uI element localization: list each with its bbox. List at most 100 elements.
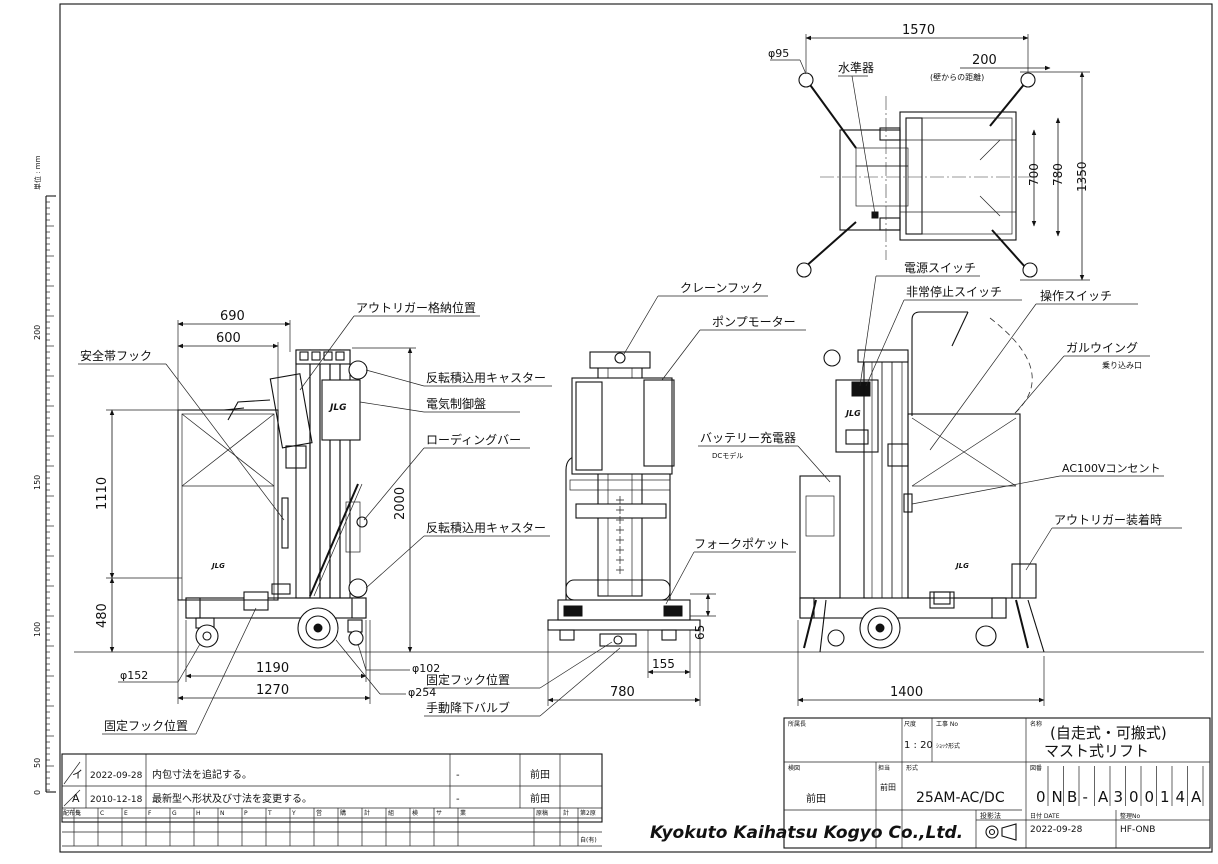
drawing-no-char: A (1191, 788, 1202, 806)
plus-mark (616, 526, 624, 534)
label-ac-outlet: AC100Vコンセント (1062, 462, 1161, 475)
label-dc-model: DCモデル (712, 451, 743, 460)
dist-col-label: G (172, 810, 177, 817)
tb-drafter-label: 担当 (878, 764, 890, 772)
dim-top-780: 780 (1051, 163, 1065, 186)
rev-1-by: 前田 (530, 768, 550, 781)
dist-col-label: サ (436, 810, 442, 817)
dist-col-label: 計 (364, 809, 370, 817)
tb-projection-label: 投影法 (980, 811, 1001, 820)
label-outrigger-attached: アウトリガー装着時 (1054, 512, 1162, 527)
drawing-border (59, 3, 1213, 853)
scale-tick-label-200: 200 (33, 325, 42, 340)
drawing-no-char: 4 (1176, 788, 1186, 806)
label-caster-bottom: 反転積込用キャスター (426, 520, 546, 535)
dist-col-label: B (76, 810, 80, 817)
dim-top-200-note: (壁からの距離) (930, 72, 984, 82)
dim-top-700: 700 (1027, 163, 1041, 186)
dist-col-label: 検 (412, 809, 418, 817)
label-manual-valve: 手動降下バルブ (426, 700, 510, 715)
dim-side-2000: 2000 (393, 487, 408, 520)
dim-top-d95: φ95 (768, 47, 789, 60)
dim-top-1350: 1350 (1075, 161, 1089, 192)
plus-mark (616, 546, 624, 554)
tb-scale: 1 : 20 (904, 740, 933, 751)
dim-side-1110: 1110 (95, 477, 110, 510)
rev-2-mark: A (72, 792, 80, 805)
plus-mark (616, 566, 624, 574)
tb-sheet-label: 整理No (1120, 812, 1140, 820)
label-caster-top: 反転積込用キャスター (426, 370, 546, 385)
rev-2-desc: 最新型へ形状及び寸法を変更する。 (152, 792, 312, 805)
drawing-no-char: 1 (1160, 788, 1170, 806)
dist-col-label: 組 (388, 809, 394, 817)
tb-scale-label: 尺度 (904, 720, 916, 728)
dim-side-480: 480 (95, 603, 110, 628)
dist-col-label: N (220, 810, 225, 817)
tb-date: 2022-09-28 (1030, 825, 1083, 835)
scale-tick-label-50: 50 (33, 758, 42, 768)
tb-model-label: 形式 (906, 764, 918, 772)
rev-1-mark: イ (72, 768, 83, 781)
tb-drawing-label: 図番 (1030, 765, 1042, 772)
dist-col-label: T (267, 810, 272, 817)
plus-mark (616, 496, 624, 504)
label-pump-motor: ポンプモーター (712, 315, 796, 329)
drawing-no-char: 3 (1114, 788, 1124, 806)
dist-col-label: E (124, 810, 128, 817)
svg-text:JLG: JLG (954, 562, 969, 570)
dist-col-label: F (148, 810, 152, 817)
dist-right-0: 原稿 (536, 809, 548, 817)
scale-tick-label-100: 100 (33, 622, 42, 637)
label-battery-charger: バッテリー充電器 (700, 430, 796, 445)
plus-mark (616, 536, 624, 544)
drawing-no-char: 0 (1129, 788, 1139, 806)
drawing-no-char: B (1067, 788, 1077, 806)
scale-unit: 単位 : mm (33, 155, 42, 190)
label-operation-switch: 操作スイッチ (1040, 288, 1112, 303)
dist-right-1: 計 (563, 809, 569, 817)
rev-2-by: 前田 (530, 792, 550, 805)
label-fixed-hook-center: 固定フック位置 (426, 672, 510, 687)
rev-2-date: 2010-12-18 (90, 795, 143, 805)
dim-front-780: 780 (610, 685, 635, 700)
tb-approver: 前田 (806, 792, 826, 805)
drawing-no-char: A (1098, 788, 1109, 806)
title-block: 所属長 尺度 1 : 20 工事 No ｼｮｯｸ形式 名称 (自走式・可搬式) … (783, 717, 1211, 849)
label-fork-pocket: フォークポケット (694, 537, 790, 551)
svg-text:JLG: JLG (328, 403, 346, 413)
svg-text:JLG: JLG (844, 409, 861, 418)
plus-mark (616, 516, 624, 524)
drawing-no-char: 0 (1145, 788, 1155, 806)
tb-approver-label: 検図 (788, 764, 800, 772)
dist-right-2: 第2原 (580, 809, 596, 817)
tb-name-label: 名称 (1030, 720, 1042, 728)
dim-top-1570: 1570 (902, 23, 935, 38)
label-emergency-stop: 非常停止スイッチ (906, 284, 1002, 299)
front-view: 65 155 780 クレーンフック ポンプモーター フォークポケット 固定フッ… (424, 281, 806, 717)
tb-drafter: 前田 (880, 782, 896, 792)
tb-name-line1: (自走式・可搬式) (1050, 724, 1167, 742)
dist-col-label: 営 (316, 809, 322, 817)
scale-bar: 200 150 100 50 0 単位 : mm (33, 155, 56, 795)
tb-model: 25AM-AC/DC (916, 790, 1005, 806)
label-power-switch: 電源スイッチ (904, 261, 976, 275)
dim-side-1190: 1190 (256, 661, 289, 676)
plus-mark (616, 556, 624, 564)
scale-tick-label-0: 0 (33, 790, 42, 795)
dist-col-label: C (100, 810, 104, 817)
tb-date-label: 日付 DATE (1030, 812, 1060, 820)
tb-work-no-label: 工事 No (936, 720, 958, 728)
dim-top-200: 200 (972, 53, 997, 68)
tb-manager-label: 所属長 (788, 720, 806, 728)
svg-text:JLG: JLG (210, 562, 225, 570)
revision-table: イ 2022-09-28 内包寸法を追記する。 - 前田 A 2010-12-1… (61, 753, 603, 847)
label-level: 水準器 (838, 60, 874, 75)
rev-1-date: 2022-09-28 (90, 771, 143, 781)
right-view: JLG JLG 1400 電源スイッチ 非常停止スイッチ (698, 261, 1182, 706)
label-loading-bar: ローディングバー (426, 432, 521, 447)
company-name: Kyokuto Kaihatsu Kogyo Co.,Ltd. (650, 823, 963, 843)
dist-label: 配布先 (63, 809, 81, 817)
side-view: JLG JLG 690 600 1110 480 2000 (74, 300, 1204, 735)
